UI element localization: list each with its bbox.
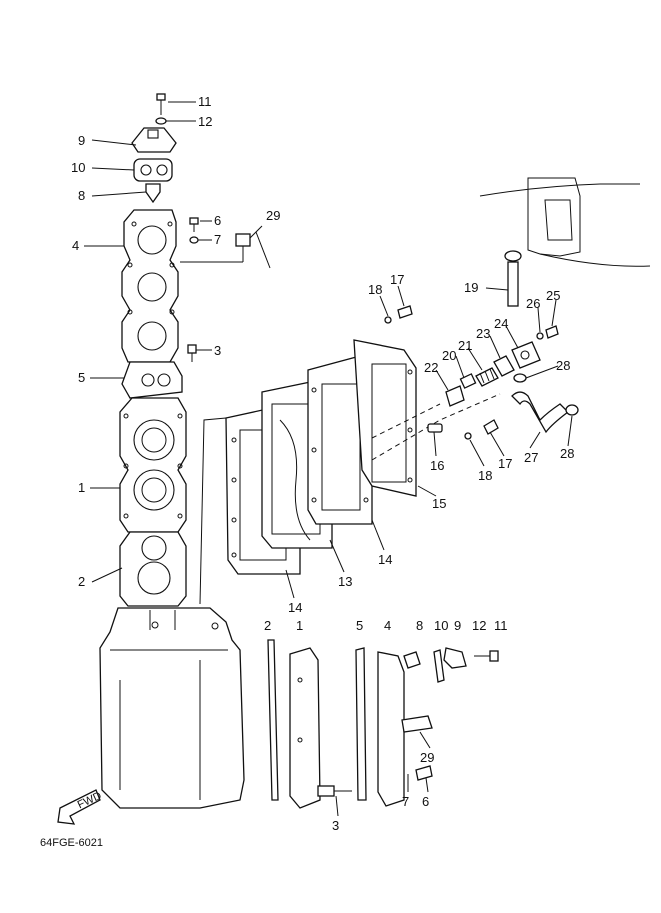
- side-part-3-bolt: [317, 785, 352, 797]
- callout-27: 27: [524, 450, 538, 465]
- part-17-bolt-low: [483, 419, 499, 435]
- part-9-cover: [131, 127, 177, 153]
- part-6-bolt: [189, 217, 199, 232]
- part-17-bolt-top: [397, 305, 413, 319]
- part-18-washer-low: [464, 432, 472, 440]
- part-16-pin: [427, 423, 443, 433]
- callout-28-low: 28: [560, 446, 574, 461]
- callout-12-bottom: 12: [472, 618, 486, 633]
- callout-13: 13: [338, 574, 352, 589]
- part-26-washer: [536, 332, 544, 340]
- callout-labels: 11 12 9 10 8 6 7 29 4 3 5 1 2 14 13 14 1…: [71, 94, 574, 833]
- part-28-clamp-low: [565, 404, 579, 416]
- part-19-tube: [504, 250, 522, 307]
- callout-4-bottom: 4: [384, 618, 391, 633]
- side-part-11-bolt: [474, 650, 499, 662]
- callout-1-bottom: 1: [296, 618, 303, 633]
- part-18-washer-top: [384, 316, 392, 324]
- part-28-clamp-top: [513, 373, 527, 383]
- callout-7-top: 7: [214, 232, 221, 247]
- callout-25: 25: [546, 288, 560, 303]
- callout-24: 24: [494, 316, 508, 331]
- callout-1-top: 1: [78, 480, 85, 495]
- motor-outline: [479, 177, 651, 267]
- callout-3-bottom: 3: [332, 818, 339, 833]
- part-24-joint: [511, 341, 541, 369]
- callout-29-bottom: 29: [420, 750, 434, 765]
- part-27-hose: [511, 391, 569, 434]
- callout-17-top: 17: [390, 272, 404, 287]
- callout-5-bottom: 5: [356, 618, 363, 633]
- side-part-4: [377, 651, 405, 807]
- callout-5-top: 5: [78, 370, 85, 385]
- part-21-spring-hose: [475, 367, 499, 387]
- callout-29-top: 29: [266, 208, 280, 223]
- diagram-code: 64FGE-6021: [40, 837, 103, 849]
- callout-9-top: 9: [78, 133, 85, 148]
- side-part-29-sensor: [401, 715, 433, 733]
- part-8-anode: [145, 183, 161, 204]
- side-part-9: [443, 647, 467, 669]
- callout-4-top: 4: [72, 238, 79, 253]
- part-12-washer: [155, 117, 167, 125]
- callout-7-bottom: 7: [402, 794, 409, 809]
- part-11-bolt: [156, 93, 166, 115]
- part-29-sensor: [180, 225, 263, 263]
- callout-3-top: 3: [214, 343, 221, 358]
- part-4-plate: [121, 209, 179, 363]
- callout-20: 20: [442, 348, 456, 363]
- assembly-lines: [199, 393, 501, 605]
- part-5-gasket: [121, 361, 183, 399]
- callout-15: 15: [432, 496, 446, 511]
- callout-18-top: 18: [368, 282, 382, 297]
- callout-28-top: 28: [556, 358, 570, 373]
- part-3-bolt: [187, 344, 197, 362]
- callout-18-low: 18: [478, 468, 492, 483]
- callout-17-low: 17: [498, 456, 512, 471]
- callout-11-bottom: 11: [494, 618, 508, 633]
- side-part-10: [433, 649, 445, 683]
- callout-14-right: 14: [378, 552, 392, 567]
- part-10-gasket: [133, 158, 173, 182]
- callout-10-top: 10: [71, 160, 85, 175]
- side-part-5: [355, 647, 367, 801]
- callout-26: 26: [526, 296, 540, 311]
- callout-9-bottom: 9: [454, 618, 461, 633]
- side-part-6-bolt: [415, 765, 433, 781]
- side-part-2: [267, 639, 279, 801]
- side-part-8: [403, 651, 421, 669]
- callout-2-top: 2: [78, 574, 85, 589]
- callout-12-top: 12: [198, 114, 212, 129]
- fwd-label: FWD: [76, 790, 104, 811]
- callout-2-bottom: 2: [264, 618, 271, 633]
- fwd-arrow-icon: FWD: [57, 789, 104, 825]
- callout-16: 16: [430, 458, 444, 473]
- side-part-1: [289, 647, 321, 809]
- callout-6-bottom: 6: [422, 794, 429, 809]
- part-15-plate-outer: [353, 339, 417, 497]
- part-22-fitting: [445, 385, 465, 407]
- callout-23: 23: [476, 326, 490, 341]
- callout-14-left: 14: [288, 600, 302, 615]
- callout-22: 22: [424, 360, 438, 375]
- part-1-manifold: [119, 397, 187, 533]
- callout-6-top: 6: [214, 213, 221, 228]
- callout-10-bottom: 10: [434, 618, 448, 633]
- leader-lines: [84, 101, 573, 817]
- callout-19: 19: [464, 280, 478, 295]
- callout-21: 21: [458, 338, 472, 353]
- engine-block: [99, 607, 245, 809]
- callout-11-top: 11: [198, 94, 212, 109]
- part-2-gasket: [119, 531, 187, 607]
- callout-8-bottom: 8: [416, 618, 423, 633]
- part-25-bolt: [545, 325, 559, 339]
- callout-8-top: 8: [78, 188, 85, 203]
- part-23-gasket: [493, 355, 515, 377]
- part-20-nipple: [459, 373, 477, 389]
- part-7-washer: [189, 236, 199, 244]
